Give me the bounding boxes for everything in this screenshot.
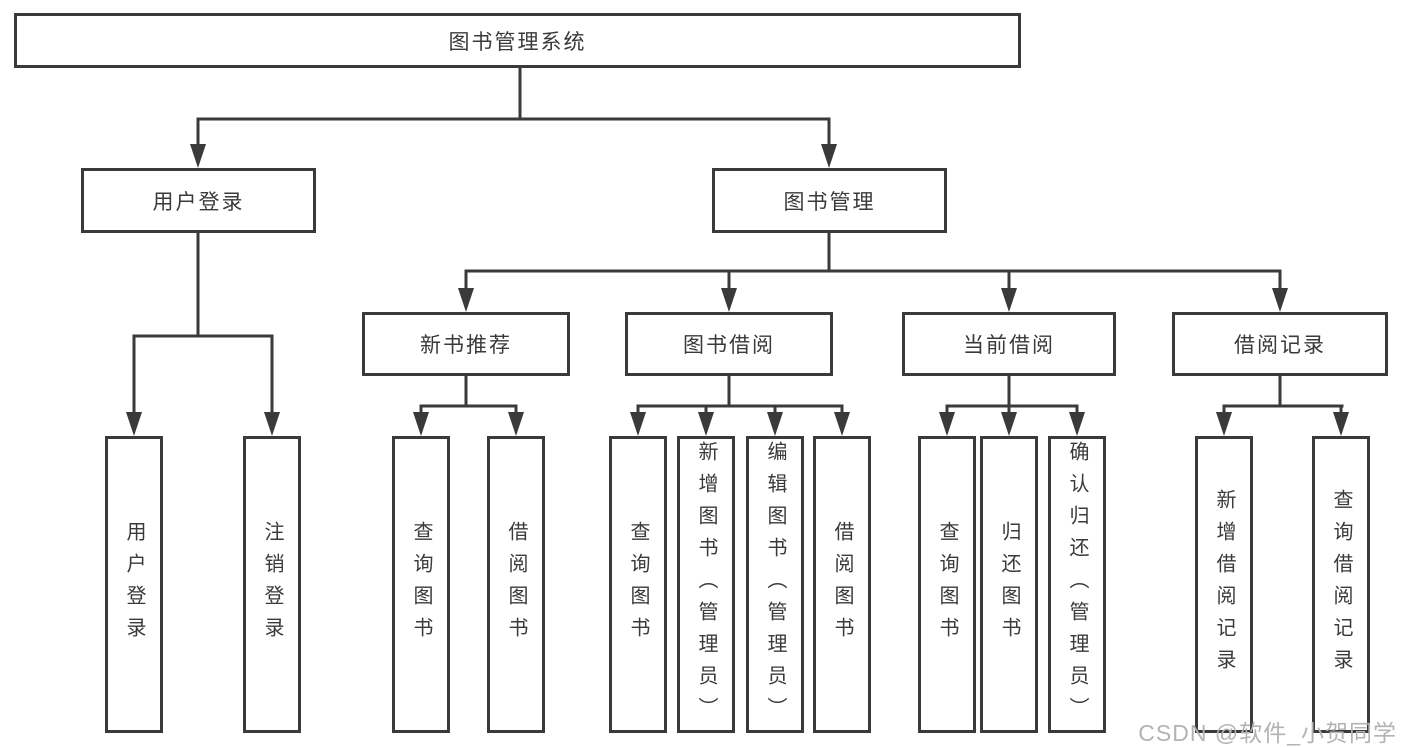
leaf-bb-query-books: 查询图书 [609,436,667,733]
arrowhead-book-borrow [721,288,737,312]
leaf-cb-return-books: 归还图书 [980,436,1038,733]
arrowhead-nb-borrow [508,412,524,436]
leaf-br-query-record: 查询借阅记录 [1312,436,1370,733]
connector-book-borrow-children [636,376,844,414]
node-library-system: 图书管理系统 [14,13,1021,68]
leaf-bb-borrow-books: 借阅图书 [813,436,871,733]
connector-user-login-children [132,233,274,414]
arrowhead-cb-query [939,412,955,436]
arrowhead-br-query [1333,412,1349,436]
node-borrow-records: 借阅记录 [1172,312,1388,376]
connector-book-management-children [464,233,1282,290]
arrowhead-cb-confirm [1069,412,1085,436]
leaf-user-login: 用户登录 [105,436,163,733]
arrowhead-borrow-records [1272,288,1288,312]
leaf-nb-query-books: 查询图书 [392,436,450,733]
connector-root-to-level2 [196,68,831,146]
arrowhead-bb-query [630,412,646,436]
arrowhead-user-login [190,144,206,168]
node-user-login: 用户登录 [81,168,316,233]
leaf-cb-query-books: 查询图书 [918,436,976,733]
node-book-borrow: 图书借阅 [625,312,833,376]
connector-borrow-records-children [1222,376,1344,414]
leaf-bb-add-books-admin: 新增图书（管理员） [677,436,735,733]
arrowhead-nb-query [413,412,429,436]
arrowhead-current-borrow [1001,288,1017,312]
arrowhead-new-book-recommend [458,288,474,312]
arrowhead-bb-borrow [834,412,850,436]
leaf-br-add-record: 新增借阅记录 [1195,436,1253,733]
node-new-book-recommend: 新书推荐 [362,312,570,376]
arrowhead-book-management [821,144,837,168]
connector-new-book-children [419,376,518,414]
arrowhead-br-add [1216,412,1232,436]
connector-current-borrow-children [945,376,1079,414]
arrowhead-leaf-logout [264,412,280,436]
arrowhead-bb-add [698,412,714,436]
arrowhead-bb-edit [767,412,783,436]
csdn-watermark: CSDN @软件_小贺同学 [1138,720,1397,746]
node-current-borrow: 当前借阅 [902,312,1116,376]
leaf-nb-borrow-books: 借阅图书 [487,436,545,733]
arrowhead-leaf-user-login [126,412,142,436]
leaf-logout: 注销登录 [243,436,301,733]
leaf-cb-confirm-return-admin: 确认归还（管理员） [1048,436,1106,733]
leaf-bb-edit-books-admin: 编辑图书（管理员） [746,436,804,733]
node-book-management: 图书管理 [712,168,947,233]
arrowhead-cb-return [1001,412,1017,436]
